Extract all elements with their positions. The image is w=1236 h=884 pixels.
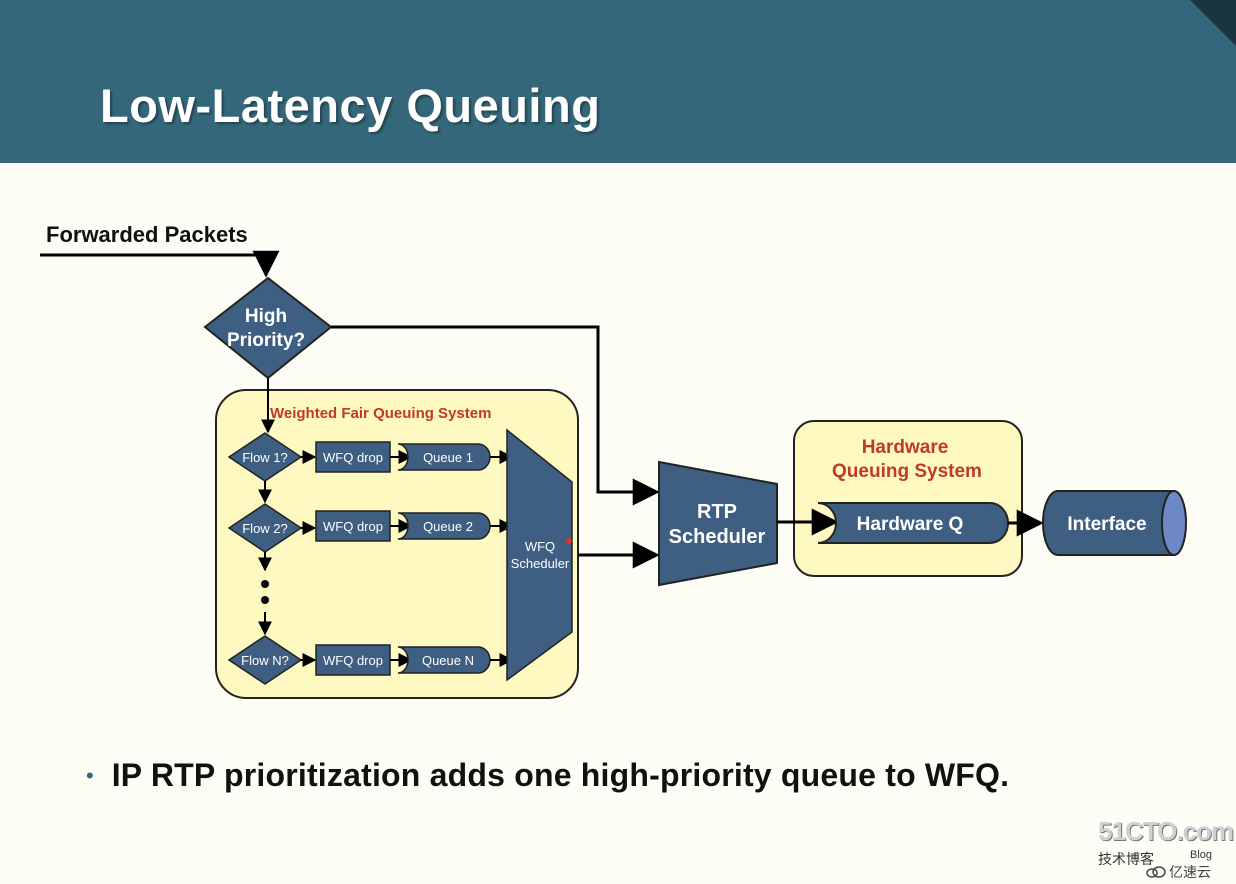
ellipsis-dot	[261, 596, 269, 604]
flow1-drop-label: WFQ drop	[323, 450, 383, 465]
flow2-queue	[397, 512, 491, 540]
rtp-scheduler-label-line2: Scheduler	[669, 526, 766, 548]
watermark-logo: 51CTO.com	[1098, 816, 1234, 846]
input-arrow	[40, 250, 280, 278]
flowN-queue	[397, 646, 491, 674]
hardware-system-label-line2: Queuing System	[832, 461, 982, 482]
watermark-brand: 亿速云	[1146, 862, 1211, 882]
wfq-scheduler-label-line1: WFQ	[525, 539, 555, 554]
llq-diagram: Forwarded Packets Weighted Fair Queuing …	[40, 222, 1187, 699]
flowN-decision	[227, 635, 303, 685]
title-bar: Low-Latency Queuing	[0, 0, 1236, 163]
wfq-system-label: Weighted Fair Queuing System	[270, 405, 491, 422]
decision-label-line2: Priority?	[227, 330, 305, 351]
forwarded-packets-label: Forwarded Packets	[46, 222, 248, 247]
bullet-icon: •	[86, 762, 94, 788]
slide-title: Low-Latency Queuing	[100, 79, 601, 132]
rtp-scheduler-label-line1: RTP	[697, 501, 737, 523]
bullet-text: IP RTP prioritization adds one high-prio…	[111, 757, 1010, 793]
wfq-system-panel	[215, 389, 579, 699]
flowN-label: Flow N?	[241, 653, 289, 668]
hardware-queue	[817, 502, 1009, 544]
cloud-icon	[1146, 866, 1166, 878]
hardware-queue-label: Hardware Q	[857, 514, 964, 535]
flow1-label: Flow 1?	[242, 450, 288, 465]
watermark-blog: Blog	[1190, 849, 1213, 861]
rtp-scheduler	[658, 460, 778, 587]
flow1-queue-label: Queue 1	[423, 450, 473, 465]
flowN-queue-label: Queue N	[422, 653, 474, 668]
scheduler-marker-dot	[566, 538, 572, 544]
decision-label-line1: High	[245, 306, 287, 327]
bullet-item: • IP RTP prioritization adds one high-pr…	[86, 757, 1009, 794]
flow2-drop-label: WFQ drop	[323, 519, 383, 534]
flow2-queue-label: Queue 2	[423, 519, 473, 534]
flowN-wfq-drop	[315, 644, 391, 676]
corner-accent	[1190, 0, 1236, 46]
flow2-label: Flow 2?	[242, 521, 288, 536]
hardware-system-label-line1: Hardware	[862, 437, 949, 458]
interface-cylinder-end	[1161, 490, 1187, 556]
priority-path-arrow	[331, 325, 660, 506]
interface-label: Interface	[1067, 514, 1146, 535]
flowN-drop-label: WFQ drop	[323, 653, 383, 668]
wfq-scheduler-label-line2: Scheduler	[511, 556, 570, 571]
watermark-brand-text: 亿速云	[1169, 864, 1211, 880]
ellipsis-dot	[261, 580, 269, 588]
flow1-wfq-drop	[315, 441, 391, 473]
high-priority-decision	[203, 276, 333, 380]
interface-cylinder	[1042, 490, 1175, 556]
flow1-queue	[397, 443, 491, 471]
wfq-scheduler	[506, 428, 573, 682]
watermark-subtitle: 技术博客	[1098, 851, 1154, 867]
flow2-wfq-drop	[315, 510, 391, 542]
